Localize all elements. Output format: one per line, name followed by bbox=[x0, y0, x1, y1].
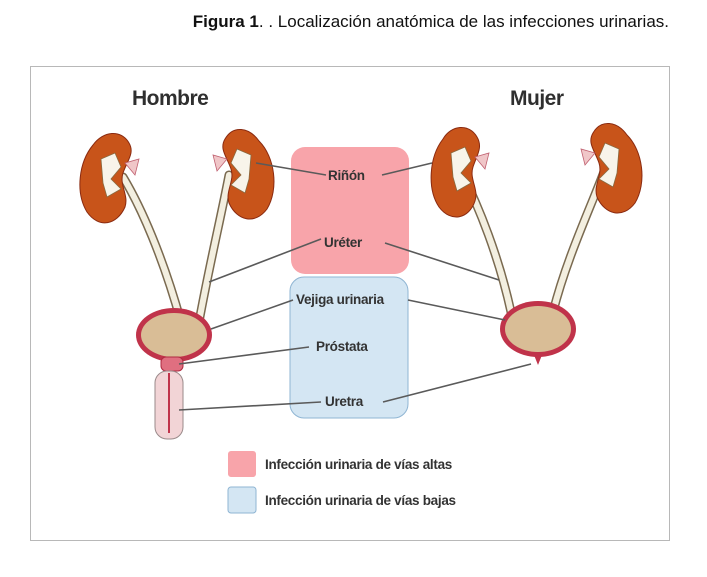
legend-lower-swatch bbox=[227, 486, 257, 514]
leader-lines bbox=[178, 162, 532, 411]
figure-caption: Figura 1. . Localización anatómica de la… bbox=[0, 12, 669, 32]
label-bladder: Vejiga urinaria bbox=[296, 292, 384, 307]
legend-upper-swatch bbox=[228, 451, 256, 477]
female-urinary-tract bbox=[430, 123, 643, 365]
female-urethra bbox=[534, 355, 542, 365]
diagram-frame: Hombre Mujer Riñón Uréter Vejiga urinari… bbox=[30, 66, 670, 541]
label-prostate: Próstata bbox=[316, 339, 368, 354]
label-kidney: Riñón bbox=[328, 168, 365, 183]
figure-caption-text: . . Localización anatómica de las infecc… bbox=[258, 12, 669, 31]
legend-upper-label: Infección urinaria de vías altas bbox=[265, 457, 452, 472]
male-header: Hombre bbox=[132, 87, 209, 110]
female-header: Mujer bbox=[510, 87, 564, 110]
male-bladder bbox=[136, 308, 212, 372]
anatomy-diagram bbox=[79, 123, 643, 514]
female-bladder bbox=[500, 301, 576, 365]
male-right-kidney bbox=[212, 129, 275, 220]
upper-tract-zone bbox=[291, 147, 409, 274]
female-right-kidney bbox=[580, 123, 643, 214]
lower-tract-zone bbox=[289, 276, 409, 419]
male-left-kidney bbox=[79, 133, 140, 224]
legend-lower-label: Infección urinaria de vías bajas bbox=[265, 493, 456, 508]
female-left-kidney bbox=[430, 127, 490, 218]
male-urethra bbox=[154, 370, 184, 440]
male-urinary-tract bbox=[79, 129, 275, 440]
label-ureter: Uréter bbox=[324, 235, 362, 250]
figure-number: Figura 1 bbox=[192, 12, 259, 31]
label-urethra: Uretra bbox=[325, 394, 363, 409]
